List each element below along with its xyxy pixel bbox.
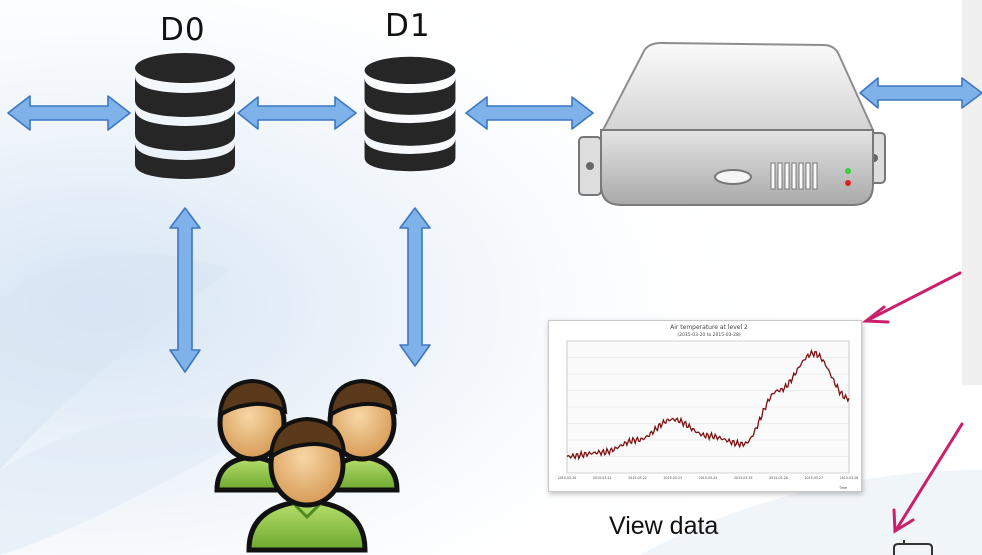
x-tick-label: 2015-03-22 xyxy=(628,476,647,480)
arrow-d0-d1 xyxy=(237,96,357,130)
x-tick-label: 2015-03-25 xyxy=(734,476,753,480)
x-tick-label: 2015-03-27 xyxy=(804,476,823,480)
user-avatar xyxy=(214,378,290,493)
arrow-left-in xyxy=(7,95,131,131)
x-tick-label: 2015-03-26 xyxy=(769,476,788,480)
chart-subtitle: (2015-03-20 to 2015-03-28) xyxy=(677,332,740,338)
users-group-icon xyxy=(214,378,400,553)
arrow-d1-server xyxy=(465,96,594,130)
arrow-d0-users xyxy=(169,207,201,373)
arrow-server-out xyxy=(859,77,982,109)
x-tick-label: 2015-03-23 xyxy=(663,476,682,480)
database-icon xyxy=(135,53,235,179)
database-icon xyxy=(364,56,456,172)
x-tick-labels: 2015-03-20 2015-03-21 2015-03-22 2015-03-23… xyxy=(558,476,859,480)
chart-thumbnail: Air temperature at level 2 (2015-03-20 t… xyxy=(548,320,862,492)
x-tick-label: 2015-03-20 xyxy=(558,476,577,480)
chart-grid xyxy=(567,340,849,474)
label-d0: D0 xyxy=(160,12,206,48)
x-axis-label: Time xyxy=(838,486,847,490)
pointer-arrow-chart-head xyxy=(861,305,890,324)
user-avatar xyxy=(246,416,368,553)
server-icon xyxy=(578,41,886,206)
x-tick-label: 2015-03-21 xyxy=(593,476,612,480)
x-tick-label: 2015-03-28 xyxy=(840,476,859,480)
device-icon xyxy=(893,540,933,555)
pointer-arrow-device-head xyxy=(892,508,915,534)
x-tick-label: 2015-03-24 xyxy=(699,476,718,480)
arrow-d1-users xyxy=(399,207,431,367)
label-d1: D1 xyxy=(385,8,431,44)
user-avatar xyxy=(324,378,400,493)
series-line xyxy=(566,348,850,461)
line-chart: Air temperature at level 2 (2015-03-20 t… xyxy=(558,324,859,490)
pointer-arrow-chart xyxy=(866,271,962,322)
pointer-arrow-device xyxy=(894,422,964,532)
chart-title: Air temperature at level 2 xyxy=(670,324,748,331)
label-view-data: View data xyxy=(609,512,719,540)
